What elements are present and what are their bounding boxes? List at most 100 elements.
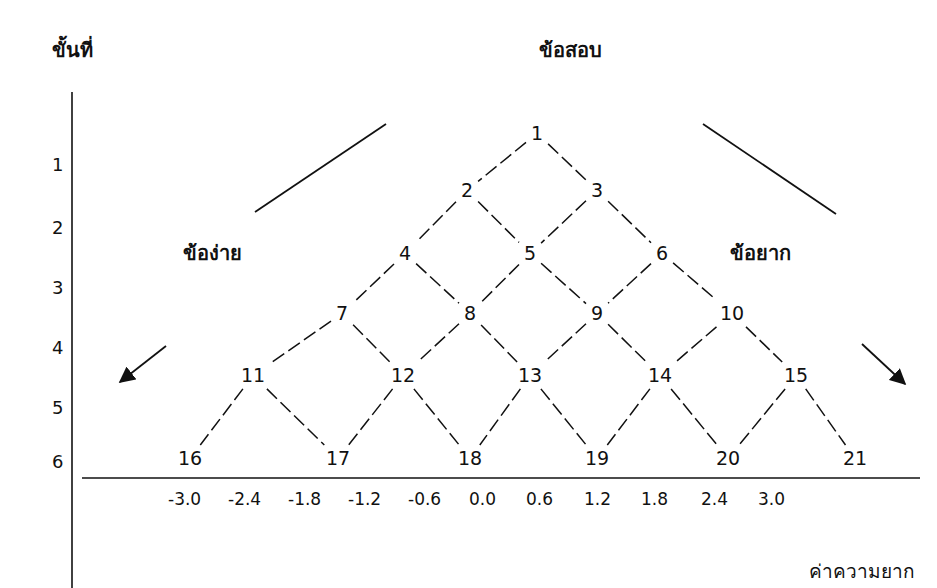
dashed-connector <box>608 264 651 304</box>
dashed-connector <box>607 389 650 445</box>
step-number: 3 <box>52 278 63 299</box>
item-number: 20 <box>716 448 740 469</box>
step-number: 1 <box>52 155 63 176</box>
dashed-connector <box>746 327 782 362</box>
item-node: 20 <box>713 447 743 470</box>
item-number: 7 <box>336 303 348 324</box>
item-node: 12 <box>388 364 418 387</box>
dashed-connector <box>806 389 846 445</box>
item-number: 1 <box>531 123 543 144</box>
dashed-connector <box>416 264 459 304</box>
item-node: 15 <box>781 364 811 387</box>
dashed-connector <box>478 142 526 181</box>
tick-value: -1.8 <box>288 490 321 510</box>
item-number: 16 <box>178 448 202 469</box>
hard-direction-arrow <box>862 344 905 384</box>
item-number: 2 <box>461 180 473 201</box>
dashed-connector <box>200 389 243 445</box>
item-node: 6 <box>653 242 671 265</box>
item-number: 14 <box>648 365 672 386</box>
dashed-connector <box>349 389 393 445</box>
step-number: 2 <box>52 218 63 239</box>
dashed-connector <box>480 389 521 445</box>
dashed-connector <box>418 324 459 362</box>
item-number: 8 <box>464 303 476 324</box>
x-axis <box>82 477 920 479</box>
step-number: 6 <box>52 452 63 473</box>
dashed-connector <box>416 202 456 243</box>
dashed-connector <box>414 389 459 445</box>
item-number: 15 <box>784 365 808 386</box>
item-number: 11 <box>241 365 265 386</box>
item-node: 13 <box>515 364 545 387</box>
dashed-connector <box>353 264 394 303</box>
item-node: 2 <box>458 179 476 202</box>
tick-value: -1.2 <box>348 490 381 510</box>
item-node: 5 <box>521 242 539 265</box>
item-node: 1 <box>528 122 546 145</box>
dashed-connector <box>541 389 586 445</box>
item-node: 10 <box>717 302 747 325</box>
item-node: 16 <box>175 447 205 470</box>
item-node: 21 <box>840 447 870 470</box>
dashed-connector <box>608 201 651 243</box>
tick-value: 0.6 <box>526 490 553 510</box>
direction-label: ข้อยาก <box>730 242 791 265</box>
item-number: 21 <box>843 448 867 469</box>
item-node: 9 <box>588 302 606 325</box>
dashed-connector <box>545 324 586 362</box>
tick-value: -2.4 <box>228 490 261 510</box>
dashed-connector <box>478 202 519 243</box>
item-number: 19 <box>585 448 609 469</box>
item-node: 3 <box>588 179 606 202</box>
item-node: 7 <box>333 302 351 325</box>
item-number: 18 <box>458 448 482 469</box>
direction-label: ข้อง่าย <box>183 242 242 265</box>
item-node: 8 <box>461 302 479 325</box>
dashed-connector <box>267 389 324 445</box>
item-number: 5 <box>524 243 536 264</box>
dashed-connector <box>481 265 519 303</box>
item-number: 17 <box>326 448 350 469</box>
item-number: 4 <box>399 243 411 264</box>
hard-direction-line <box>703 124 836 214</box>
item-node: 14 <box>645 364 675 387</box>
dashed-connector <box>739 389 785 445</box>
item-number: 9 <box>591 303 603 324</box>
tick-value: 3.0 <box>758 490 785 510</box>
dashed-connector <box>541 201 586 243</box>
tick-value: -0.6 <box>408 490 441 510</box>
item-node: 4 <box>396 242 414 265</box>
tick-value: 1.8 <box>641 490 668 510</box>
item-number: 6 <box>656 243 668 264</box>
item-number: 10 <box>720 303 744 324</box>
tick-value: 2.4 <box>701 490 728 510</box>
dashed-connector <box>481 325 517 362</box>
step-number: 5 <box>52 398 63 419</box>
step-number: 4 <box>52 338 63 359</box>
dashed-connector <box>541 263 586 303</box>
dashed-connector <box>673 263 716 300</box>
item-node: 17 <box>323 447 353 470</box>
item-number: 13 <box>518 365 542 386</box>
y-axis <box>71 92 73 588</box>
dashed-connector <box>548 144 586 180</box>
item-node: 19 <box>582 447 612 470</box>
axis-title: ขั้นที่ <box>52 39 93 62</box>
item-number: 3 <box>591 180 603 201</box>
easy-direction-arrow <box>120 346 166 382</box>
item-node: 18 <box>455 447 485 470</box>
axis-title: ค่าความยาก <box>809 561 915 583</box>
dashed-connector <box>676 327 717 362</box>
tick-value: 0.0 <box>469 490 496 510</box>
dashed-connector <box>671 389 717 445</box>
dashed-connector <box>608 324 646 362</box>
heading-label: ข้อสอบ <box>539 39 602 62</box>
item-node: 11 <box>238 364 268 387</box>
tick-value: 1.2 <box>584 490 611 510</box>
easy-direction-line <box>255 124 386 212</box>
dashed-connector <box>270 321 331 363</box>
